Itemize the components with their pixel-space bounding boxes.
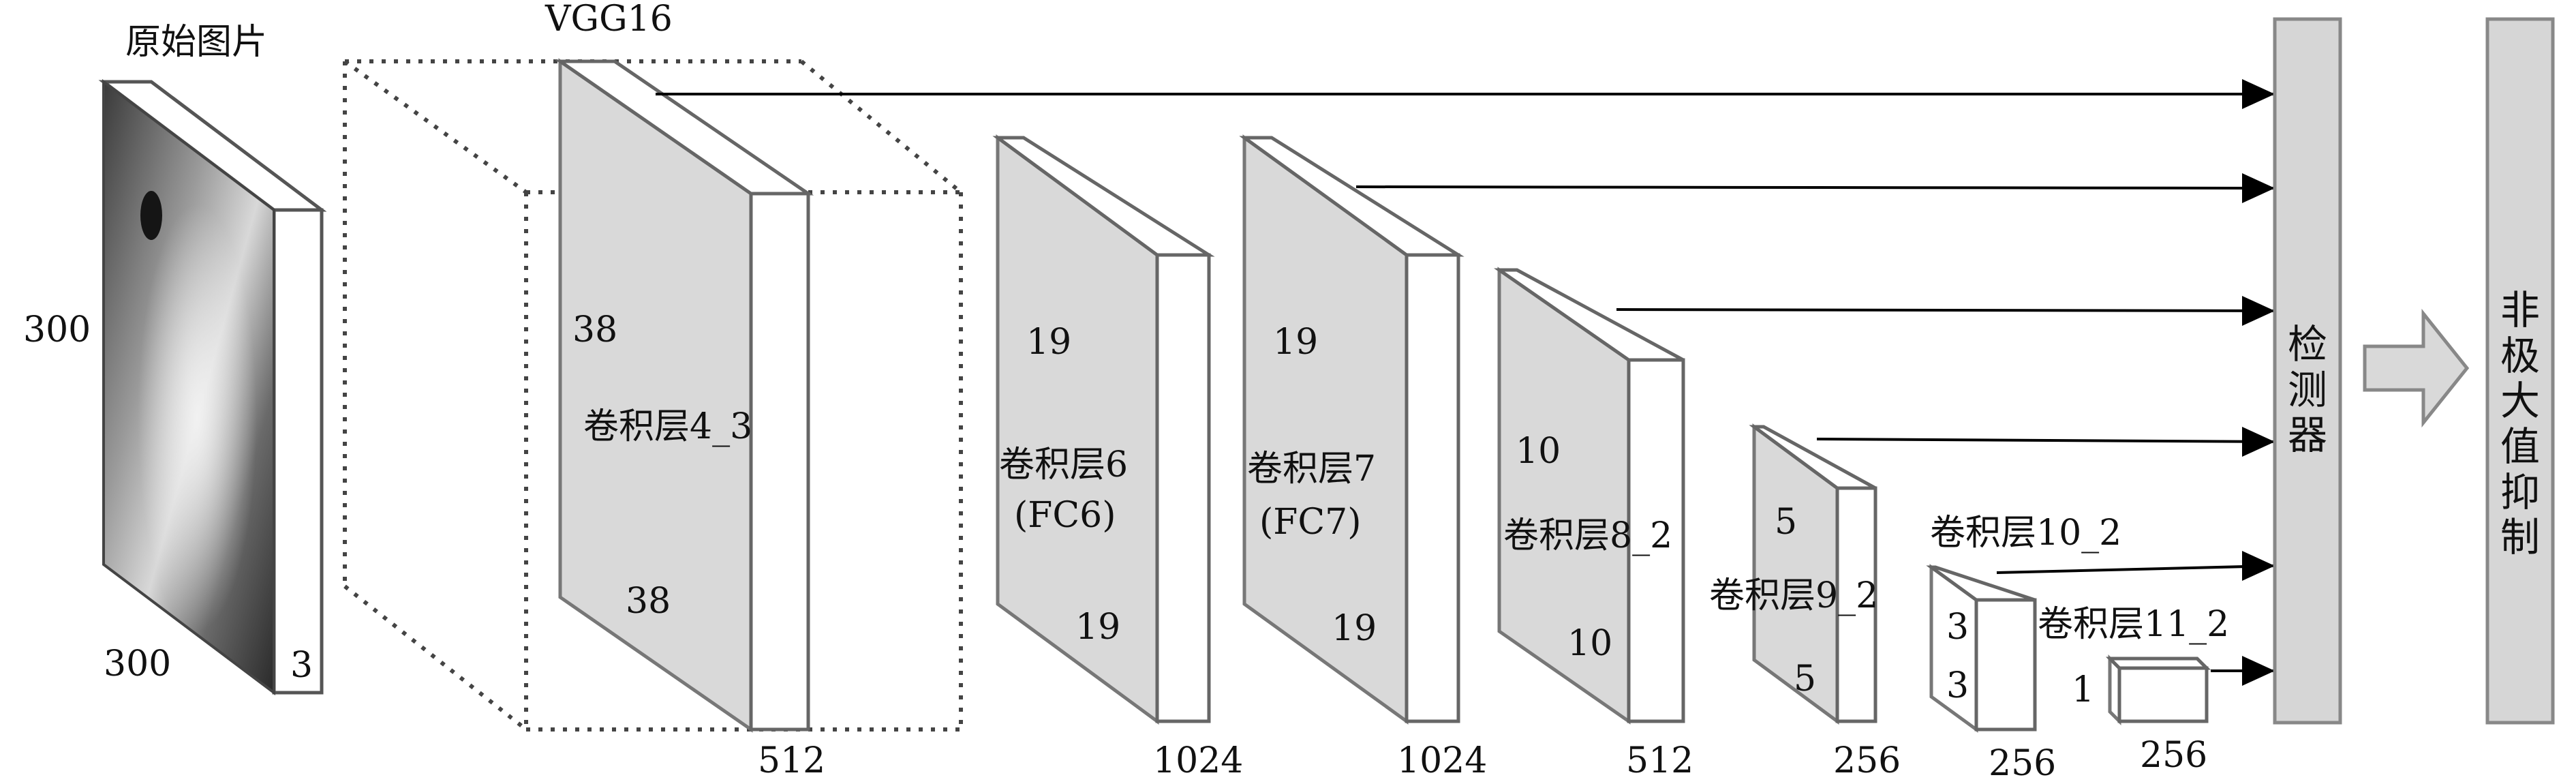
input-channels-label: 3 <box>290 645 313 686</box>
nms-label: 非极大值抑制 <box>2500 287 2540 561</box>
block-conv10-2 <box>1926 564 2037 733</box>
block-conv7 <box>1239 134 1465 725</box>
conv11-2-name: 卷积层11_2 <box>2038 604 2230 645</box>
conv6-channels: 1024 <box>1153 740 1244 781</box>
big-arrow <box>2363 308 2470 428</box>
conv11-2-channels: 256 <box>2140 735 2208 776</box>
conv7-channels: 1024 <box>1397 740 1488 781</box>
input-image-dark-spot <box>140 191 162 240</box>
conv9-2-dim-bottom: 5 <box>1794 659 1817 699</box>
vgg16-dotted-box <box>343 59 963 732</box>
input-image-title: 原始图片 <box>125 22 268 63</box>
block-conv4-3 <box>555 58 814 733</box>
conv9-2-name: 卷积层9_2 <box>1709 575 1879 616</box>
conv6-dim-bottom: 19 <box>1075 607 1121 648</box>
conv4-3-dim-bottom: 38 <box>626 581 671 622</box>
conv4-3-dim-top: 38 <box>572 310 618 350</box>
conv9-2-channels: 256 <box>1833 740 1901 781</box>
conv8-2-name: 卷积层8_2 <box>1503 515 1673 556</box>
arrow-conv8-2 <box>1616 307 2274 314</box>
conv8-2-dim-top: 10 <box>1516 431 1561 472</box>
arrowheads <box>2242 79 2275 686</box>
conv7-sub: (FC7) <box>1259 502 1362 543</box>
conv10-2-dim-top: 3 <box>1946 607 1969 648</box>
conv8-2-dim-bottom: 10 <box>1567 623 1613 664</box>
input-image-block <box>98 78 327 696</box>
conv7-dim-top: 19 <box>1273 322 1319 363</box>
detector-label: 检测器 <box>2287 321 2327 459</box>
conv4-3-name: 卷积层4_3 <box>583 406 753 447</box>
detector-arrows <box>656 91 2274 674</box>
conv8-2-channels: 512 <box>1626 740 1694 781</box>
conv7-dim-bottom: 19 <box>1332 608 1377 649</box>
vgg16-title: VGG16 <box>545 0 673 40</box>
arrow-conv7 <box>1355 184 2274 192</box>
conv6-sub: (FC6) <box>1014 495 1116 536</box>
conv10-2-name: 卷积层10_2 <box>1930 513 2122 554</box>
arrow-conv9-2 <box>1816 438 2274 445</box>
block-conv9-2 <box>1749 423 1877 725</box>
block-conv11-2 <box>2105 654 2211 726</box>
block-conv6 <box>992 134 1215 725</box>
conv11-2-dim-top: 1 <box>2072 669 2095 710</box>
block-conv8-2 <box>1494 267 1685 725</box>
conv10-2-channels: 256 <box>1989 743 2057 784</box>
conv9-2-dim-top: 5 <box>1775 502 1798 543</box>
conv7-name: 卷积层7 <box>1247 449 1377 489</box>
nms-block <box>2485 17 2555 725</box>
input-image-side-face <box>272 208 324 695</box>
conv4-3-channels: 512 <box>758 740 826 781</box>
arrow-conv10-2 <box>1996 562 2274 574</box>
conv6-dim-top: 19 <box>1026 322 1072 363</box>
detector-block <box>2273 17 2342 725</box>
conv10-2-dim-bottom: 3 <box>1946 665 1969 706</box>
input-width-label: 300 <box>104 644 172 684</box>
input-height-label: 300 <box>23 310 91 350</box>
conv6-name: 卷积层6 <box>999 444 1129 485</box>
